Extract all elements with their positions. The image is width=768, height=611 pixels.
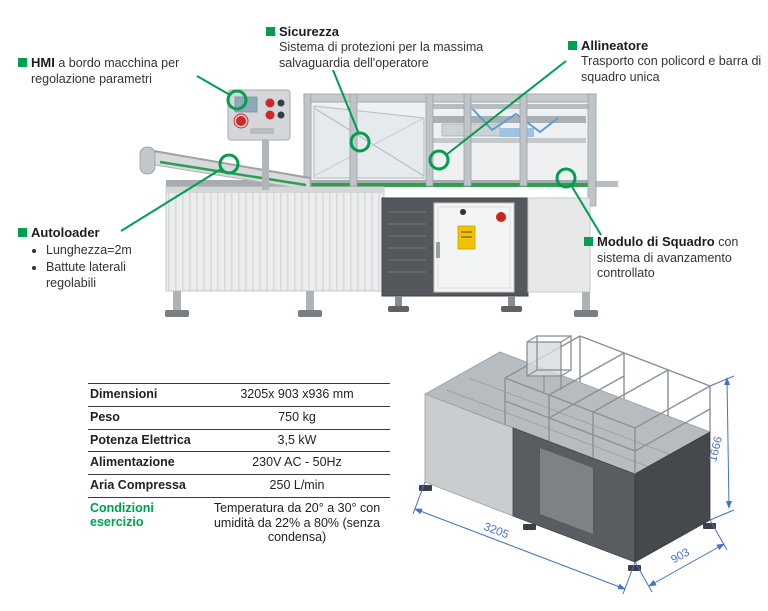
dimension-width-label: 903	[669, 546, 692, 566]
callout-autoloader: Autoloader Lunghezza=2m Battute laterali…	[31, 225, 171, 292]
callout-circles	[218, 89, 577, 189]
spec-label: Peso	[90, 409, 120, 424]
spec-label: Alimentazione	[90, 455, 175, 470]
spec-value: 750 kg	[278, 409, 316, 424]
emergency-button	[496, 212, 506, 222]
bullet-square-sicurezza	[266, 27, 275, 36]
cad-machine	[419, 335, 716, 571]
bullet-square-autoloader	[18, 228, 27, 237]
callout-allineatore-title: Allineatore	[581, 38, 649, 53]
cad-dimension-lines	[412, 375, 735, 595]
spec-value: 3,5 kW	[277, 432, 317, 447]
dimension-length-label: 3205	[482, 521, 510, 541]
callout-sicurezza-title: Sicurezza	[279, 24, 339, 39]
callout-sicurezza-description: Sistema di protezioni per la massima sal…	[279, 40, 484, 70]
cad-tower	[526, 335, 572, 392]
spec-label: Condizioni esercizio	[90, 500, 154, 530]
callout-modulo-text: con sistema di avanzamento controllato	[597, 235, 739, 281]
hmi-panel-graphic	[227, 89, 291, 190]
machine-feet	[165, 291, 598, 317]
spec-row: Peso 750 kg	[88, 405, 390, 429]
spec-value: Temperatura da 20° a 30° con umidità da …	[213, 500, 381, 545]
spec-row: Alimentazione 230V AC - 50Hz	[88, 451, 390, 474]
callout-allineatore: Allineatore Trasporto con policord e bar…	[581, 38, 767, 86]
pneumatic-tubes	[469, 105, 559, 134]
cad-frame-wireframe	[504, 335, 711, 474]
spec-value: 230V AC - 50Hz	[252, 455, 342, 470]
spec-row: Potenza Elettrica 3,5 kW	[88, 428, 390, 452]
conveyor-belt	[305, 183, 589, 187]
callout-lines	[120, 60, 602, 236]
callout-allineatore-description: Trasporto con policord e barra di squadr…	[581, 54, 762, 84]
spec-label: Potenza Elettrica	[90, 432, 191, 447]
frame-posts	[303, 93, 597, 207]
callout-modulo-title: Modulo di Squadro	[597, 234, 715, 249]
bullet-square-allineatore	[568, 41, 577, 50]
callout-hmi-text: a bordo macchina per regolazione paramet…	[31, 56, 180, 86]
specs-table: Dimensioni 3205x 903 x936 mm Peso 750 kg…	[88, 383, 390, 549]
machine-photo	[139, 89, 618, 317]
spec-label: Dimensioni	[90, 387, 158, 401]
autoloader-feature-list: Lunghezza=2m Battute laterali regolabili	[46, 243, 171, 291]
spec-row: Dimensioni 3205x 903 x936 mm	[88, 383, 390, 406]
bullet-square-hmi	[18, 58, 27, 67]
spec-row: Aria Compressa 250 L/min	[88, 474, 390, 497]
spec-value: 250 L/min	[269, 478, 325, 492]
spec-value: 3205x 903 x936 mm	[240, 387, 354, 401]
spec-row: Condizioni esercizio Temperatura da 20° …	[88, 496, 390, 549]
spec-label: Aria Compressa	[90, 478, 186, 492]
bullet-square-modulo	[584, 237, 593, 246]
callout-autoloader-title: Autoloader	[31, 225, 100, 240]
cad-drawing: 3205 903 1666	[412, 335, 735, 595]
callout-hmi-title: HMI	[31, 55, 55, 70]
autoloader-feature: Lunghezza=2m	[46, 243, 171, 259]
autoloader-feature: Battute laterali regolabili	[46, 260, 171, 291]
callout-hmi: HMI a bordo macchina per regolazione par…	[31, 55, 201, 87]
machine-illustration	[120, 60, 618, 317]
callout-sicurezza: Sicurezza Sistema di protezioni per la m…	[279, 24, 507, 72]
callout-modulo-di-squadro: Modulo di Squadro con sistema di avanzam…	[597, 234, 761, 282]
autoloader-conveyor	[139, 146, 311, 191]
electrical-cabinet	[381, 197, 529, 297]
